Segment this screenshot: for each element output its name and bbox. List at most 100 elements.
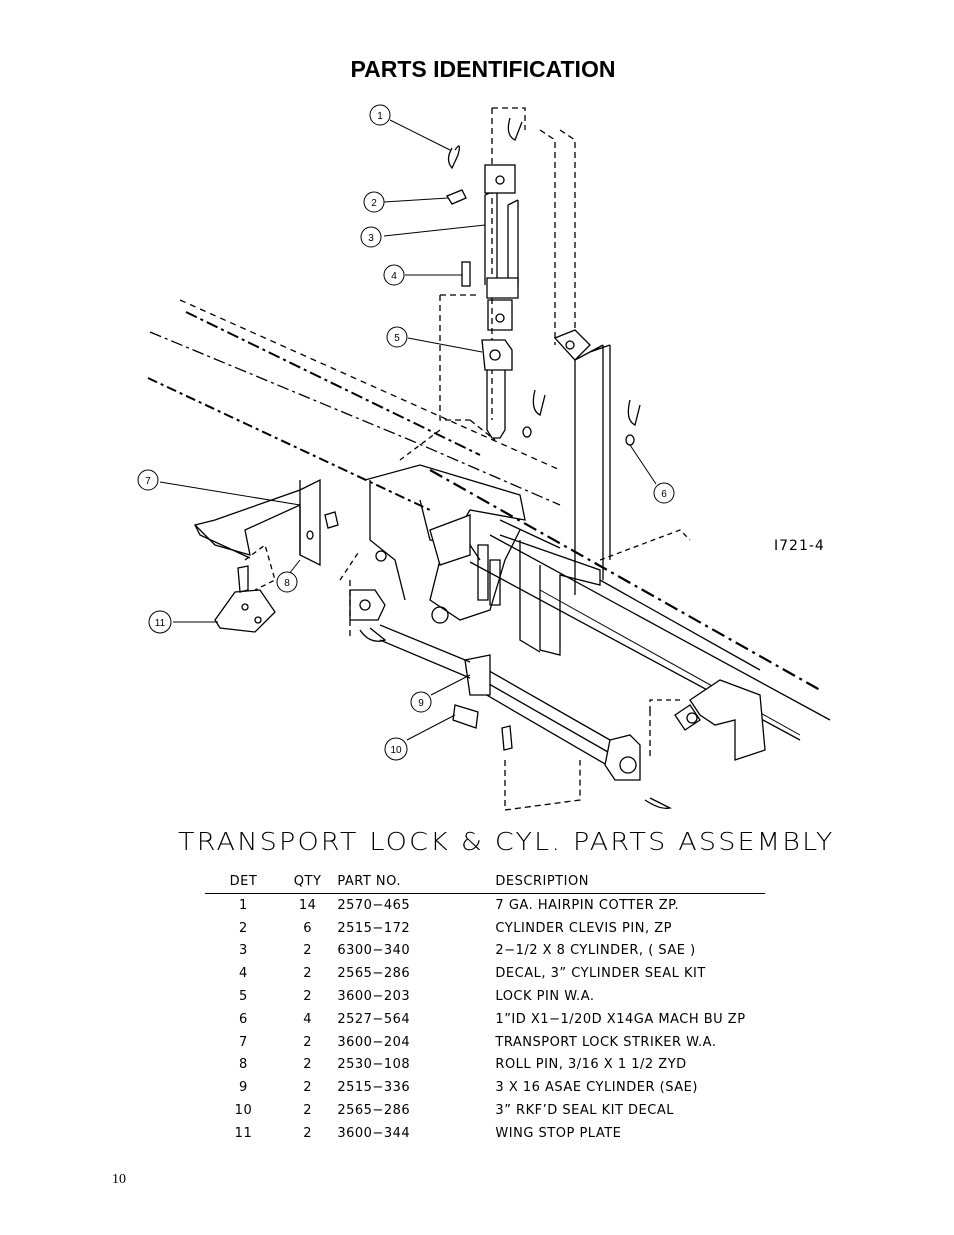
construction-lines [491,107,576,420]
cell-qty: 6 [303,920,312,936]
hairpin-1 [447,145,461,170]
top-cylinder [484,189,519,290]
cell-qty: 4 [303,1011,312,1027]
decal-10 [452,704,479,729]
washer-6b [625,434,635,446]
cell-det: 10 [234,1103,253,1119]
decal-4 [461,261,471,287]
table-row: 3 2 6300−340 2−1/2 X 8 CYLINDER, ( SAE ) [205,940,765,963]
svg-text:6: 6 [661,489,667,500]
cell-qty: 2 [303,1125,312,1141]
callout-leaders [159,119,657,741]
lock-pin [481,339,513,371]
page-number: 10 [112,1172,126,1187]
bottom-cylinder [469,659,616,769]
callout-7: 7 [137,469,159,491]
callout-4: 4 [383,264,405,286]
cell-description: 7 GA. HAIRPIN COTTER ZP. [495,897,680,913]
cell-qty: 2 [303,1080,312,1096]
washer-6a [522,426,532,438]
vertical-post [574,344,611,595]
svg-text:2: 2 [371,198,377,209]
cell-qty: 2 [303,1034,312,1050]
callout-9: 9 [410,691,432,713]
cell-description: DECAL, 3” CYLINDER SEAL KIT [495,966,706,982]
frame-line-1 [149,331,561,506]
cell-qty: 2 [303,1057,312,1073]
hairpin-left [359,627,387,642]
cell-part-no: 3600−344 [337,1125,411,1141]
cell-det: 11 [234,1125,253,1141]
callout-3: 3 [360,226,382,248]
table-row: 1 14 2570−465 7 GA. HAIRPIN COTTER ZP. [205,894,765,917]
hairpin-top [507,117,523,141]
wing-stop-plate [214,589,276,633]
exploded-assembly-diagram: 1 2 3 4 5 6 7 8 9 10 11 [137,104,831,811]
cell-det: 3 [239,943,248,959]
pin-10 [501,725,513,751]
callout-5: 5 [386,326,408,348]
roll-pin [324,511,339,529]
svg-text:1: 1 [377,111,383,122]
callout-1: 1 [369,104,391,126]
cell-description: 3 X 16 ASAE CYLINDER (SAE) [495,1080,698,1096]
callout-6: 6 [653,482,675,504]
header-det: DET [205,872,282,894]
cell-part-no: 3600−203 [337,989,411,1005]
callout-8: 8 [276,571,298,593]
cell-part-no: 2565−286 [337,966,411,982]
cell-description: WING STOP PLATE [495,1125,622,1141]
svg-text:7: 7 [145,476,151,487]
drawing-number: I721-4 [774,538,825,554]
cell-description: TRANSPORT LOCK STRIKER W.A. [495,1034,717,1050]
svg-text:8: 8 [284,578,290,589]
cell-description: ROLL PIN, 3/16 X 1 1/2 ZYD [495,1057,687,1073]
cell-det: 1 [239,897,248,913]
cell-qty: 2 [303,1103,312,1119]
pin-11 [237,565,249,593]
cell-description: CYLINDER CLEVIS PIN, ZP [495,920,672,936]
cell-part-no: 6300−340 [337,943,411,959]
cell-part-no: 2515−172 [337,920,411,936]
right-bracket [689,679,766,761]
parts-table-header: DET QTY PART NO. DESCRIPTION [205,872,765,894]
svg-text:9: 9 [418,698,424,709]
page-title: PARTS IDENTIFICATION [350,56,616,82]
cell-det: 5 [239,989,248,1005]
cell-qty: 2 [303,943,312,959]
frame-line-4 [429,469,821,691]
clevis-pin [446,189,467,205]
hairpin-mid [532,389,546,416]
cell-part-no: 2530−108 [337,1057,411,1073]
cell-qty: 14 [298,897,317,913]
hairpin-right [627,399,641,426]
cell-det: 7 [239,1034,248,1050]
header-description: DESCRIPTION [495,872,765,894]
cell-part-no: 2570−465 [337,897,411,913]
cell-det: 2 [239,920,248,936]
cell-part-no: 3600−204 [337,1034,411,1050]
header-part-no: PART NO. [333,872,496,894]
cell-description: 1”ID X1−1/20D X14GA MACH BU ZP [495,1011,746,1027]
frame-line-3 [147,377,431,511]
svg-text:10: 10 [390,745,402,756]
cell-part-no: 2527−564 [337,1011,411,1027]
cell-det: 6 [239,1011,248,1027]
callout-10: 10 [384,737,408,761]
table-row: 7 2 3600−204 TRANSPORT LOCK STRIKER W.A. [205,1031,765,1054]
cell-det: 4 [239,966,248,982]
svg-text:11: 11 [155,618,166,629]
cell-description: LOCK PIN W.A. [495,989,595,1005]
cell-description: 2−1/2 X 8 CYLINDER, ( SAE ) [495,943,696,959]
callout-11: 11 [148,610,172,634]
svg-text:4: 4 [391,271,397,282]
svg-text:3: 3 [368,233,374,244]
hairpin-bottom [644,797,672,809]
